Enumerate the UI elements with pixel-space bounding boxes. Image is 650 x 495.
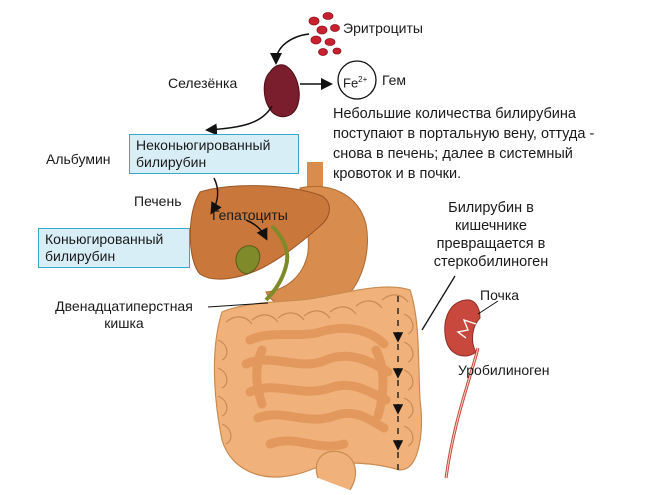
kidney-hilum [456,318,477,339]
albumin-label: Альбумин [46,151,111,167]
box-line: Коньюгированный [45,231,164,247]
conjugated-bilirubin-box: Коньюгированный билирубин [38,228,190,268]
intestine-note: Билирубин в кишечнике превращается в сте… [416,199,566,271]
spleen-label: Селезёнка [168,75,238,91]
portal-note-line: поступают в портальную вену, оттуда - [333,126,595,142]
portal-vein-note: Небольшие количества билирубина поступаю… [333,104,650,184]
hepatocyte-arrow [245,219,268,241]
bile-duct [264,224,290,302]
fe-circle [337,60,377,100]
box-to-liver-arrow [210,177,222,215]
box-line: Неконьюгированный [136,137,271,153]
fe-charge: 2+ [358,75,368,84]
erythrocytes-icon [308,12,342,56]
hepatocytes-label: Гепатоциты [212,207,288,223]
intestine-note-line: Билирубин в [448,200,534,216]
esophagus-shape [307,162,323,192]
rbc-to-spleen-arrow [270,33,310,65]
duodenum-line: Двенадцатиперстная [55,298,193,314]
intestine-note-line: превращается в [436,236,546,252]
kidney-pointer [477,300,499,315]
small-intestine [241,323,393,451]
intestine-note-line: кишечнике [455,218,527,234]
duodenum-pointer [207,302,269,308]
spleen-icon [263,64,300,118]
fe-label: Fe2+ [343,71,367,91]
liver-label: Печень [134,193,182,209]
duodenum-label: Двенадцатиперстная кишка [39,298,209,332]
kidney-label: Почка [480,287,520,303]
box-line: билирубин [45,248,116,264]
portal-note-line: снова в печень; далее в системный [333,146,573,162]
portal-note-line: Небольшие количества билирубина [333,106,576,122]
heme-label: Гем [382,72,407,88]
box-line: билирубин [136,154,207,170]
rectum [315,450,357,491]
ureter-inner [445,347,479,479]
unconjugated-bilirubin-box: Неконьюгированный билирубин [129,134,299,174]
kidney-icon [444,299,481,357]
urobilinogen-label: Уробилиноген [458,362,550,378]
gallbladder-shape [235,245,261,275]
note-pointer-line [421,275,456,331]
spleen-to-box-arrow [205,105,273,136]
intestine-folds [217,294,414,447]
fe-symbol: Fe [343,75,359,91]
erythrocytes-label: Эритроциты [343,20,423,36]
duodenum-line: кишка [104,315,144,331]
portal-note-line: кровоток и в почки. [333,166,462,182]
intestine-note-line: стеркобилиноген [433,254,549,270]
